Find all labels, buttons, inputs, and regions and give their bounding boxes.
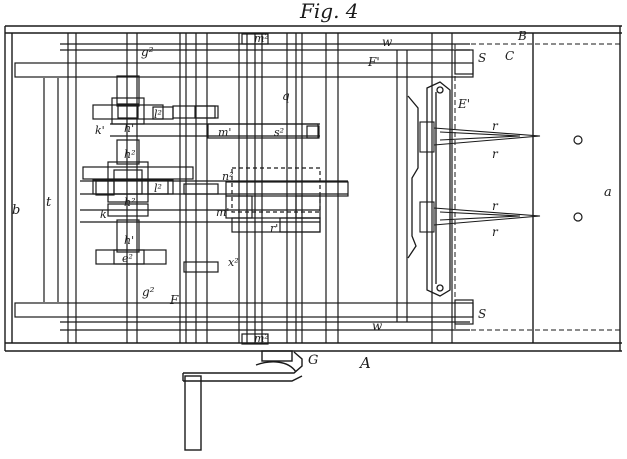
label-w-top: w <box>382 35 393 49</box>
label-A: A <box>358 354 371 372</box>
label-F1-bottom: F' <box>169 293 182 307</box>
label-n2: n² <box>222 170 234 183</box>
figure-labels: A B C G S S F' F' E' w w a b t r r r r g… <box>12 29 612 372</box>
label-h1-top: h' <box>124 122 134 135</box>
label-k1-mid: k' <box>100 208 110 221</box>
shaft-collars <box>183 183 219 273</box>
label-l2-top: l² <box>154 108 162 121</box>
figure-title: Fig. 4 <box>299 0 359 23</box>
label-x2: x² <box>228 256 239 269</box>
crank-handle <box>182 350 303 451</box>
cam-assembly-lower <box>95 203 167 265</box>
plate-hole-upper <box>573 135 583 145</box>
label-E1: E' <box>457 97 470 111</box>
dashed-plate <box>454 43 620 331</box>
label-h1-mid: h' <box>124 234 134 247</box>
cutter-blades <box>419 121 541 233</box>
label-w-bottom: w <box>372 319 383 333</box>
horizontal-rails <box>14 43 474 331</box>
label-m1-mid: m' <box>216 206 229 219</box>
label-e2: e² <box>122 252 133 265</box>
label-a: a <box>604 185 612 200</box>
label-h2-mid: h² <box>124 196 136 209</box>
vertical-posts <box>43 33 453 343</box>
label-C: C <box>505 49 514 63</box>
cam-assembly-upper <box>92 75 219 125</box>
label-g2-top: g² <box>141 45 154 59</box>
label-k1-top: k' <box>95 124 105 137</box>
label-F1-top: F' <box>367 55 380 69</box>
label-r1-prime: r' <box>270 222 278 235</box>
label-m2-bottom: m² <box>254 332 269 345</box>
label-S-bottom: S <box>478 307 486 321</box>
gear-block <box>207 123 349 233</box>
label-r4: r <box>492 225 499 239</box>
label-s2: s² <box>274 126 284 139</box>
label-t: t <box>46 195 52 210</box>
label-r2: r <box>492 147 499 161</box>
label-r3: r <box>492 199 499 213</box>
plate-hole-lower <box>573 212 583 222</box>
label-r1: r <box>492 119 499 133</box>
outer-frame <box>4 25 622 352</box>
label-q: q <box>282 89 290 103</box>
label-g2-bottom: g² <box>142 285 155 299</box>
label-m1-top: m' <box>218 126 231 139</box>
label-b: b <box>12 203 20 218</box>
label-h2-top: h² <box>124 148 136 161</box>
label-S-top: S <box>478 51 486 65</box>
cam-assembly-middle <box>82 139 194 203</box>
label-l2-mid: l² <box>154 182 162 195</box>
rail-blocks <box>241 33 474 345</box>
label-B: B <box>517 29 527 43</box>
cutter-frame <box>407 81 451 297</box>
label-G: G <box>308 353 318 368</box>
label-m2-top: m² <box>254 32 269 45</box>
